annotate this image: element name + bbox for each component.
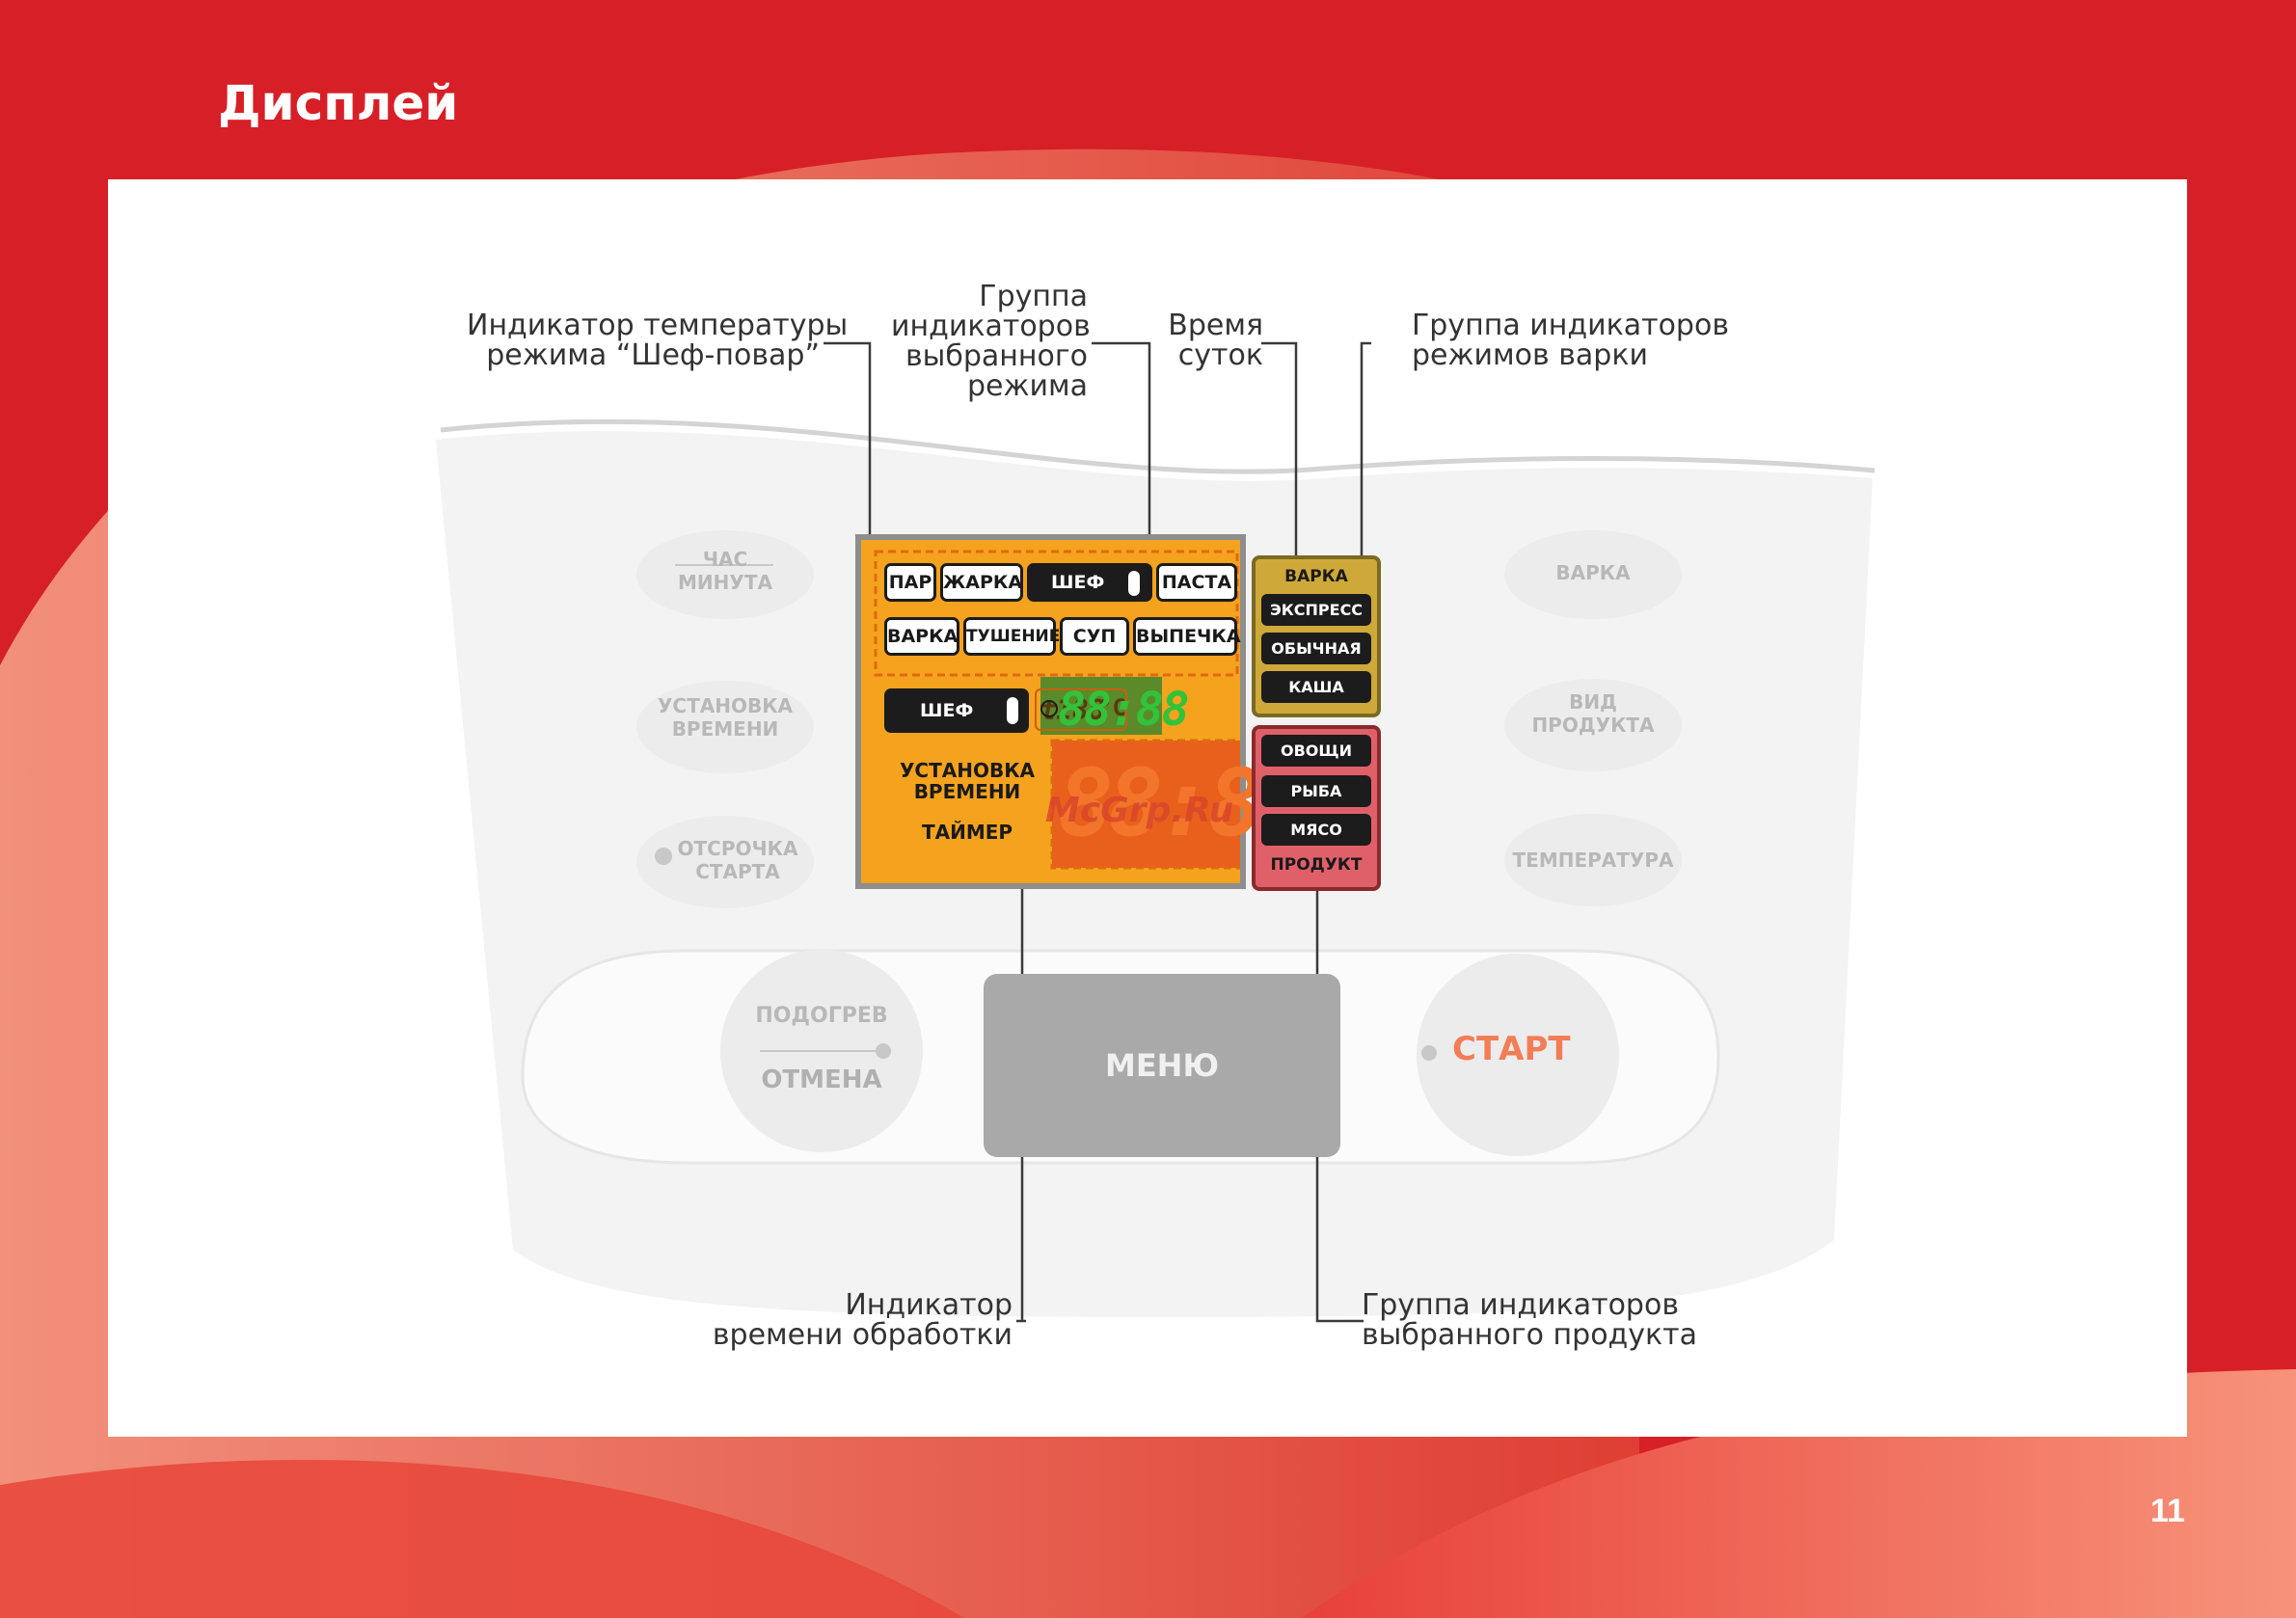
product-meat: МЯСО [1261, 814, 1371, 846]
callout-process-time: Индикатор времени обработки [712, 1288, 1013, 1352]
cancel-button[interactable]: ОТМЕНА [761, 1065, 882, 1094]
mode-stew: ТУШЕНИЕ [963, 617, 1060, 656]
mode-fry: ЖАРКА [940, 563, 1023, 602]
hour-minute-button[interactable]: ЧАС МИНУТА [678, 548, 772, 594]
product-type-button[interactable]: ВИД ПРОДУКТА [1531, 690, 1655, 737]
cooking-mode-express: ЭКСПРЕСС [1261, 594, 1371, 626]
menu-button[interactable]: МЕНЮ [984, 974, 1340, 1157]
mode-boil: ВАРКА [884, 617, 959, 656]
mode-steam: ПАР [884, 563, 936, 602]
start-button[interactable]: СТАРТ [1452, 1030, 1571, 1068]
watermark: McGrp.Ru [1045, 791, 1234, 830]
set-time-button[interactable]: УСТАНОВКА ВРЕМЕНИ [657, 694, 794, 741]
mode-chef: ШЕФ [1027, 563, 1152, 602]
cooking-mode-porridge: КАША [1261, 671, 1371, 703]
temp-value: 188 [1056, 694, 1105, 726]
product-fish: РЫБА [1261, 775, 1371, 807]
chef-temp-indicator: ШЕФ [884, 688, 1029, 733]
temp-unit: °C [1098, 694, 1126, 721]
timer-labels: УСТАНОВКА ВРЕМЕНИ ТАЙМЕР [900, 759, 1036, 844]
clock-icon [1040, 700, 1058, 717]
thermometer-icon [1007, 697, 1018, 724]
page-title: Дисплей [218, 75, 459, 131]
callout-selected-mode: Группа индикаторов выбранного режима [891, 280, 1091, 403]
callout-product-group: Группа индикаторов выбранного продукта [1362, 1288, 1698, 1352]
temperature-button[interactable]: ТЕМПЕРАТУРА [1512, 849, 1674, 872]
mode-soup: СУП [1060, 617, 1129, 656]
lcd-dashed-borders [874, 550, 1240, 870]
side-indicator-panel: ВАРКА ЭКСПРЕСС ОБЫЧНАЯ КАША ОВОЩИ РЫБА М… [1252, 555, 1381, 891]
temp-readout: t 188 °C [1035, 688, 1127, 731]
product-vegetables: ОВОЩИ [1261, 735, 1371, 767]
callout-chef-temp: Индикатор температуры режима “Шеф-повар” [467, 309, 849, 372]
cooking-mode-varka: ВАРКА [1284, 567, 1348, 586]
thermometer-icon [1128, 571, 1140, 596]
mode-pasta: ПАСТА [1156, 563, 1237, 602]
keep-warm-button[interactable]: ПОДОГРЕВ [755, 1004, 888, 1028]
cooking-mode-normal: ОБЫЧНАЯ [1261, 633, 1371, 664]
clock-display: 88:88 [1058, 683, 1189, 737]
diagram-panel: Индикатор температуры режима “Шеф-повар”… [108, 179, 2187, 1437]
callout-cooking-modes: Группа индикаторов режимов варки [1412, 309, 1730, 372]
product-label: ПРОДУКТ [1270, 855, 1363, 875]
cooking-button[interactable]: ВАРКА [1555, 561, 1631, 584]
lcd-display: ПАР ЖАРКА ШЕФ ПАСТА ВАРКА ТУШЕНИЕ СУП ВЫ… [855, 534, 1313, 889]
mode-bake: ВЫПЕЧКА [1133, 617, 1241, 656]
page-number: 11 [2150, 1493, 2185, 1529]
callout-clock: Время суток [1168, 309, 1263, 372]
delay-start-button[interactable]: ОТСРОЧКА СТАРТА [677, 837, 798, 883]
